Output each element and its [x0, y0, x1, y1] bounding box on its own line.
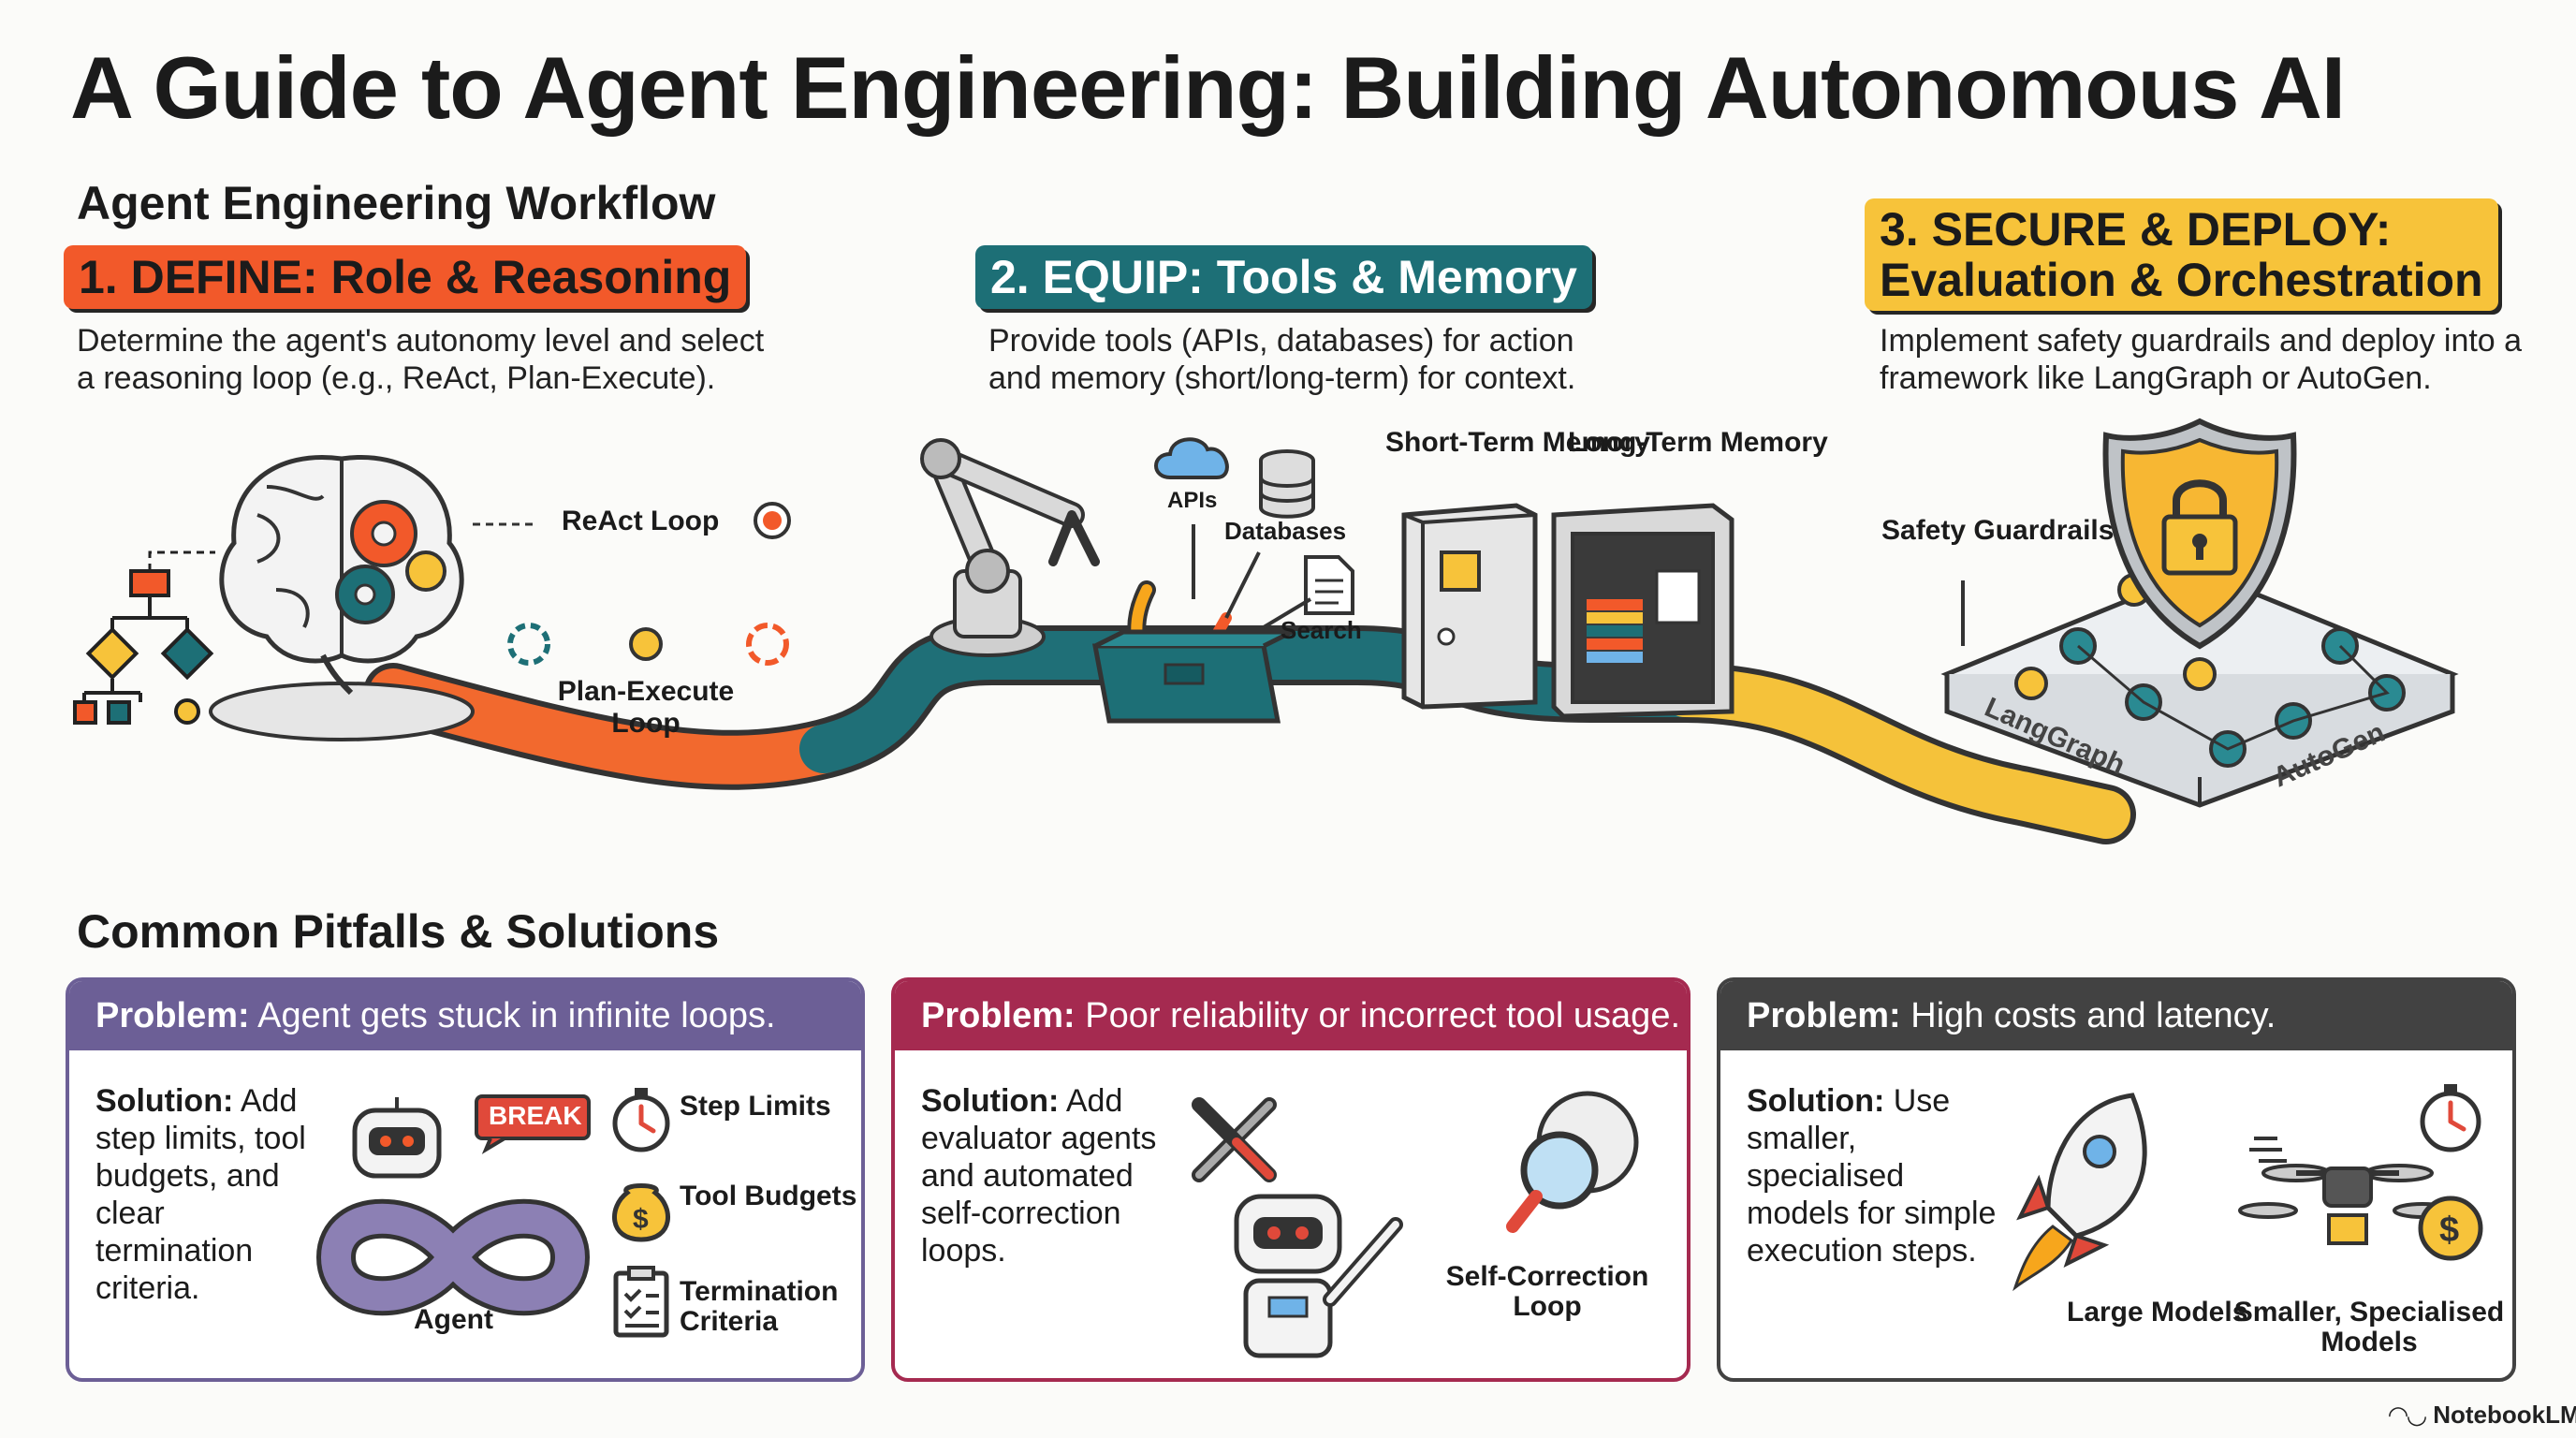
- robot-icon: [1234, 1194, 1403, 1358]
- pitfall-card-2-solution: Solution: Add evaluator agents and autom…: [921, 1083, 1157, 1269]
- brand-mark: ◠◡ NotebookLM: [2389, 1401, 2576, 1429]
- stage-3-badge-line2: Evaluation & Orchestration: [1880, 254, 2483, 306]
- svg-text:$: $: [633, 1204, 649, 1235]
- shield-lock-icon: [2102, 418, 2297, 650]
- robot-arm-icon: [920, 438, 1100, 657]
- react-loop-label: ReAct Loop: [562, 506, 720, 536]
- databases-label: Databases: [1224, 517, 1347, 545]
- pitfall-card-1-header: Problem: Agent gets stuck in infinite lo…: [69, 981, 861, 1050]
- pitfall-card-1-solution: Solution: Add step limits, tool budgets,…: [95, 1083, 306, 1306]
- guardrail-line: [1961, 580, 1965, 646]
- stage-2-badge: 2. EQUIP: Tools & Memory: [975, 245, 1592, 309]
- toolbox-icon: [1091, 580, 1294, 724]
- magnifier-icon: [1506, 1091, 1639, 1233]
- plan-execute-dots-icon: [507, 623, 789, 666]
- clipboard-icon: [613, 1266, 669, 1338]
- stage-1-description: Determine the agent's autonomy level and…: [77, 323, 765, 396]
- stage-2-description: Provide tools (APIs, databases) for acti…: [988, 323, 1576, 396]
- brain-gear-icon: [209, 455, 538, 741]
- plan-execute-label: Plan-Execute Loop: [557, 676, 735, 739]
- self-correction-label: Self-Correction Loop: [1445, 1261, 1649, 1322]
- tool-budgets-label: Tool Budgets: [680, 1181, 857, 1211]
- safety-guardrails-label: Safety Guardrails: [1881, 515, 2115, 546]
- smaller-models-label: Smaller, Specialised Models: [2233, 1297, 2505, 1357]
- svg-text:$: $: [2439, 1211, 2459, 1250]
- tool-arrows-icon: [1192, 524, 1312, 629]
- large-models-label: Large Models: [2067, 1297, 2248, 1328]
- wrench-screwdriver-icon: [1192, 1097, 1277, 1182]
- pitfall-card-3: Problem: High costs and latency. Solutio…: [1717, 977, 2516, 1382]
- apis-label: APIs: [1167, 488, 1218, 513]
- break-sign: [475, 1094, 591, 1154]
- react-loop-dot-icon: [754, 502, 791, 539]
- pitfalls-heading: Common Pitfalls & Solutions: [77, 905, 720, 958]
- search-label: Search: [1281, 616, 1362, 644]
- stopwatch-icon: [2420, 1084, 2481, 1152]
- fridge-icon: [1401, 503, 1538, 710]
- stage-3-badge-line1: 3. SECURE & DEPLOY:: [1880, 203, 2392, 256]
- infinity-icon: [315, 1198, 591, 1316]
- stage-1-badge: 1. DEFINE: Role & Reasoning: [64, 245, 747, 309]
- step-limits-label: Step Limits: [680, 1091, 831, 1122]
- flowchart-icon: [73, 550, 215, 725]
- pitfall-card-1: Problem: Agent gets stuck in infinite lo…: [66, 977, 865, 1382]
- dollar-coin-icon: $: [2418, 1196, 2483, 1261]
- pitfall-card-2: Problem: Poor reliability or incorrect t…: [891, 977, 1690, 1382]
- money-bag-icon: $: [612, 1183, 670, 1242]
- document-icon: [1304, 555, 1354, 615]
- notebooklm-icon: ◠◡: [2389, 1401, 2434, 1429]
- platform-icon: [1940, 568, 2459, 808]
- termination-criteria-label: Termination Criteria: [680, 1276, 839, 1337]
- stage-3-badge: 3. SECURE & DEPLOY: Evaluation & Orchest…: [1865, 198, 2498, 311]
- safe-icon: [1551, 503, 1734, 719]
- pitfall-card-2-header: Problem: Poor reliability or incorrect t…: [895, 981, 1687, 1050]
- agent-label: Agent: [414, 1304, 493, 1335]
- robot-icon: [352, 1097, 442, 1179]
- long-term-memory-label: Long-Term Memory: [1568, 427, 1828, 458]
- rocket-icon: [2012, 1093, 2147, 1292]
- short-term-memory-label: Short-Term Memory: [1385, 427, 1650, 458]
- stage-3-description: Implement safety guardrails and deploy i…: [1880, 323, 2523, 396]
- break-sign-label: BREAK: [489, 1101, 582, 1130]
- drone-icon: [2238, 1137, 2452, 1245]
- cloud-icon: [1154, 437, 1229, 479]
- pitfall-card-3-header: Problem: High costs and latency.: [1720, 981, 2512, 1050]
- page-title: A Guide to Agent Engineering: Building A…: [70, 38, 2346, 137]
- pitfall-card-3-solution: Solution: Use smaller, specialised model…: [1747, 1083, 1997, 1269]
- database-icon: [1259, 449, 1315, 519]
- stopwatch-icon: [612, 1088, 670, 1152]
- workflow-heading: Agent Engineering Workflow: [77, 177, 716, 229]
